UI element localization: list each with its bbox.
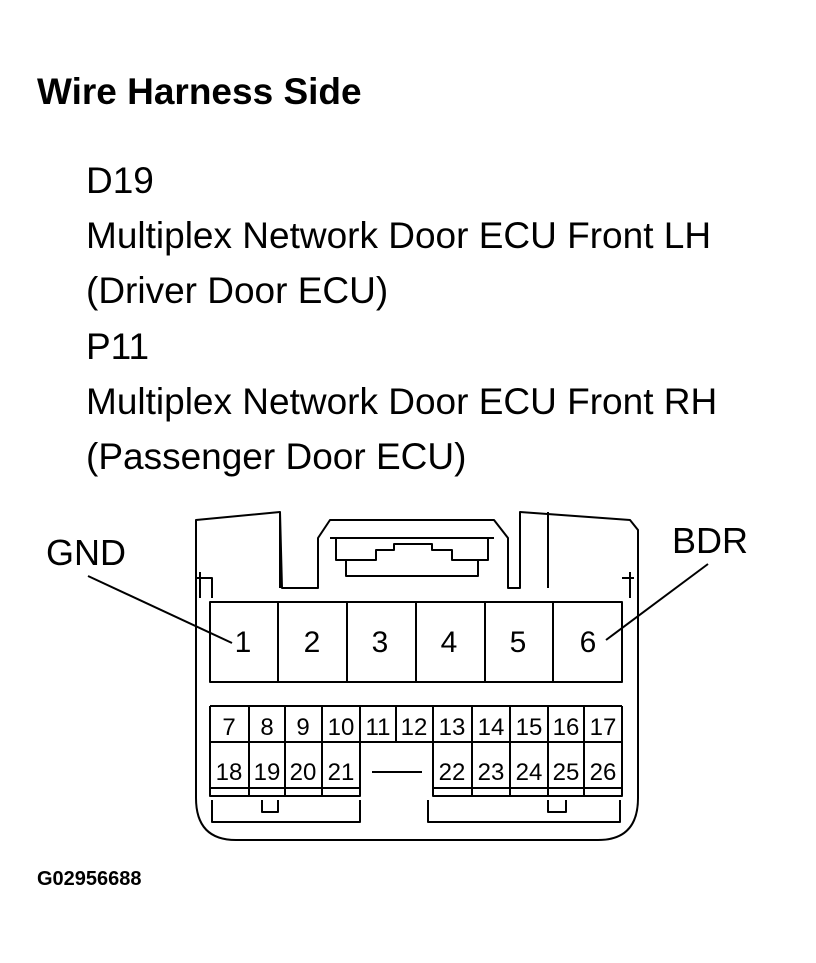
bdr-leader-line — [605, 563, 709, 641]
pin-number: 5 — [510, 626, 527, 659]
connector-housing — [195, 511, 639, 841]
connector-alias-p11: (Passenger Door ECU) — [86, 436, 467, 477]
connector-name-d19: Multiplex Network Door ECU Front LH — [86, 215, 712, 256]
connector-alias-d19: (Driver Door ECU) — [86, 270, 389, 311]
small-pin-grid-lower — [209, 742, 623, 797]
bdr-callout-label: BDR — [672, 520, 748, 561]
connector-latch — [330, 537, 494, 577]
pin-number: 8 — [260, 714, 273, 741]
figure-id: G02956688 — [37, 868, 142, 890]
pin-number: 21 — [328, 759, 355, 786]
pin-number: 20 — [290, 759, 317, 786]
pin-number: 26 — [590, 759, 617, 786]
gnd-leader-line — [87, 575, 233, 644]
pin-number: 3 — [372, 626, 389, 659]
pin-number: 23 — [478, 759, 505, 786]
pin-number: 11 — [366, 714, 391, 741]
housing-feet — [211, 800, 621, 823]
pin-number: 24 — [516, 759, 543, 786]
pin-number: 15 — [516, 714, 543, 741]
pin-number: 6 — [580, 626, 597, 659]
pin-number: 10 — [328, 714, 355, 741]
heading: Wire Harness Side — [37, 71, 362, 112]
pin-number: 12 — [401, 714, 428, 741]
pin-number: 4 — [441, 626, 458, 659]
connector-code-p11: P11 — [86, 326, 150, 367]
pin-number: 13 — [439, 714, 466, 741]
pin-number: 2 — [304, 626, 321, 659]
pin-number: 1 — [235, 626, 252, 659]
gnd-callout-label: GND — [46, 532, 126, 573]
pin-number: 9 — [296, 714, 309, 741]
housing-ribs — [196, 512, 634, 598]
connector-name-p11: Multiplex Network Door ECU Front RH — [86, 381, 718, 422]
pin-number: 18 — [216, 759, 243, 786]
pin-number: 7 — [222, 714, 235, 741]
pin-number: 17 — [590, 714, 617, 741]
pin-number: 25 — [553, 759, 580, 786]
small-pin-grid-upper — [209, 705, 623, 743]
pin-number: 19 — [254, 759, 281, 786]
connector-code-d19: D19 — [86, 160, 154, 201]
large-pin-dividers — [277, 602, 554, 682]
pin-number: 22 — [439, 759, 466, 786]
pin-number: 14 — [478, 714, 505, 741]
pin-number: 16 — [553, 714, 580, 741]
